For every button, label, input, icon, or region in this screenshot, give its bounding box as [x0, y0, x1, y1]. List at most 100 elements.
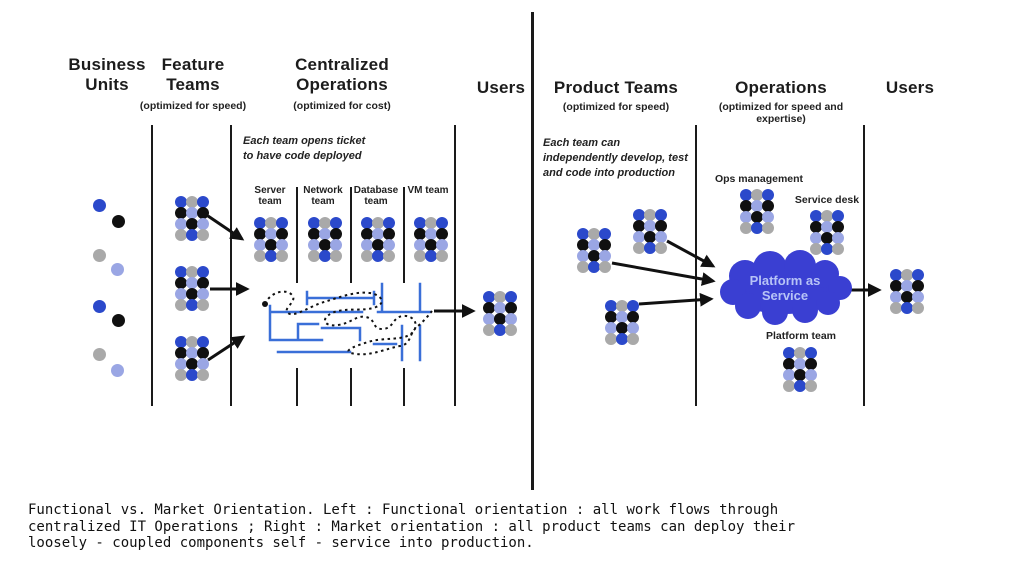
person-dot [633, 231, 645, 243]
person-dot [901, 280, 913, 292]
left-note-line2: to have code deployed [243, 150, 362, 162]
feature-teams-left-line [151, 125, 153, 406]
person-dot [505, 302, 517, 314]
person-dot [505, 291, 517, 303]
person-dot [655, 209, 667, 221]
person-dot [810, 210, 822, 222]
person-dot [265, 217, 277, 229]
service-desk-label: Service desk [794, 194, 860, 206]
person-dot [276, 228, 288, 240]
database-team-cluster [361, 217, 395, 262]
person-dot [605, 322, 617, 334]
person-dot [197, 358, 209, 370]
person-dot [577, 228, 589, 240]
person-dot [616, 300, 628, 312]
person-dot [372, 228, 384, 240]
person-dot [588, 239, 600, 251]
person-dot [762, 211, 774, 223]
person-dot [912, 280, 924, 292]
person-dot [361, 228, 373, 240]
person-dot [436, 217, 448, 229]
person-dot [425, 217, 437, 229]
person-dot [436, 250, 448, 262]
person-dot [330, 217, 342, 229]
person-dot [740, 189, 752, 201]
database-team-label: Database team [353, 185, 399, 207]
business-unit-dot [93, 348, 106, 361]
person-dot [254, 239, 266, 251]
platform-team-label: Platform team [765, 330, 837, 342]
person-dot [832, 221, 844, 233]
person-dot [832, 243, 844, 255]
ops-separator-1-bottom [296, 368, 298, 406]
person-dot [762, 222, 774, 234]
person-dot [616, 311, 628, 323]
person-dot [197, 288, 209, 300]
person-dot [330, 239, 342, 251]
person-dot [436, 239, 448, 251]
person-dot [599, 250, 611, 262]
person-dot [599, 261, 611, 273]
person-dot [740, 211, 752, 223]
person-dot [633, 220, 645, 232]
person-dot [197, 299, 209, 311]
person-dot [186, 196, 198, 208]
person-dot [276, 217, 288, 229]
person-dot [186, 218, 198, 230]
network-team-label: Network team [303, 185, 343, 207]
person-dot [599, 239, 611, 251]
person-dot [605, 311, 617, 323]
person-dot [805, 358, 817, 370]
business-unit-dot [111, 364, 124, 377]
person-dot [740, 222, 752, 234]
person-dot [254, 217, 266, 229]
person-dot [644, 209, 656, 221]
person-dot [605, 333, 617, 345]
person-dot [821, 243, 833, 255]
person-dot [483, 324, 495, 336]
person-dot [186, 358, 198, 370]
person-dot [577, 239, 589, 251]
person-dot [901, 269, 913, 281]
person-dot [197, 369, 209, 381]
person-dot [414, 228, 426, 240]
person-dot [751, 211, 763, 223]
person-dot [254, 228, 266, 240]
person-dot [762, 189, 774, 201]
person-dot [577, 250, 589, 262]
caption-line2: centralized IT Operations ; Right : Mark… [28, 518, 796, 535]
person-dot [186, 369, 198, 381]
feature-teams-header: Feature Teams [161, 55, 225, 94]
person-dot [588, 228, 600, 240]
person-dot [175, 288, 187, 300]
ops-separator-2-top [350, 187, 352, 283]
arrow-ft1-to-ops [207, 214, 245, 241]
person-dot [186, 347, 198, 359]
person-dot [361, 239, 373, 251]
person-dot [751, 222, 763, 234]
person-dot [751, 189, 763, 201]
person-dot [901, 302, 913, 314]
person-dot [832, 210, 844, 222]
person-dot [197, 336, 209, 348]
arrow-pt1-to-cloud [666, 239, 716, 268]
person-dot [254, 250, 266, 262]
spaghetti-maze [262, 282, 433, 362]
person-dot [821, 221, 833, 233]
maze-path-start-dot [262, 301, 268, 307]
product-team-cluster-1 [633, 209, 667, 254]
person-dot [794, 369, 806, 381]
person-dot [494, 291, 506, 303]
ops-management-cluster [740, 189, 774, 234]
person-dot [633, 209, 645, 221]
person-dot [599, 228, 611, 240]
person-dot [383, 217, 395, 229]
person-dot [588, 261, 600, 273]
product-teams-subtitle: (optimized for speed) [562, 101, 670, 113]
person-dot [197, 266, 209, 278]
left-note-line1: Each team opens ticket [243, 135, 366, 147]
person-dot [505, 313, 517, 325]
operations-header: Operations [735, 78, 827, 97]
person-dot [821, 210, 833, 222]
maze-dotted-path [264, 290, 433, 356]
